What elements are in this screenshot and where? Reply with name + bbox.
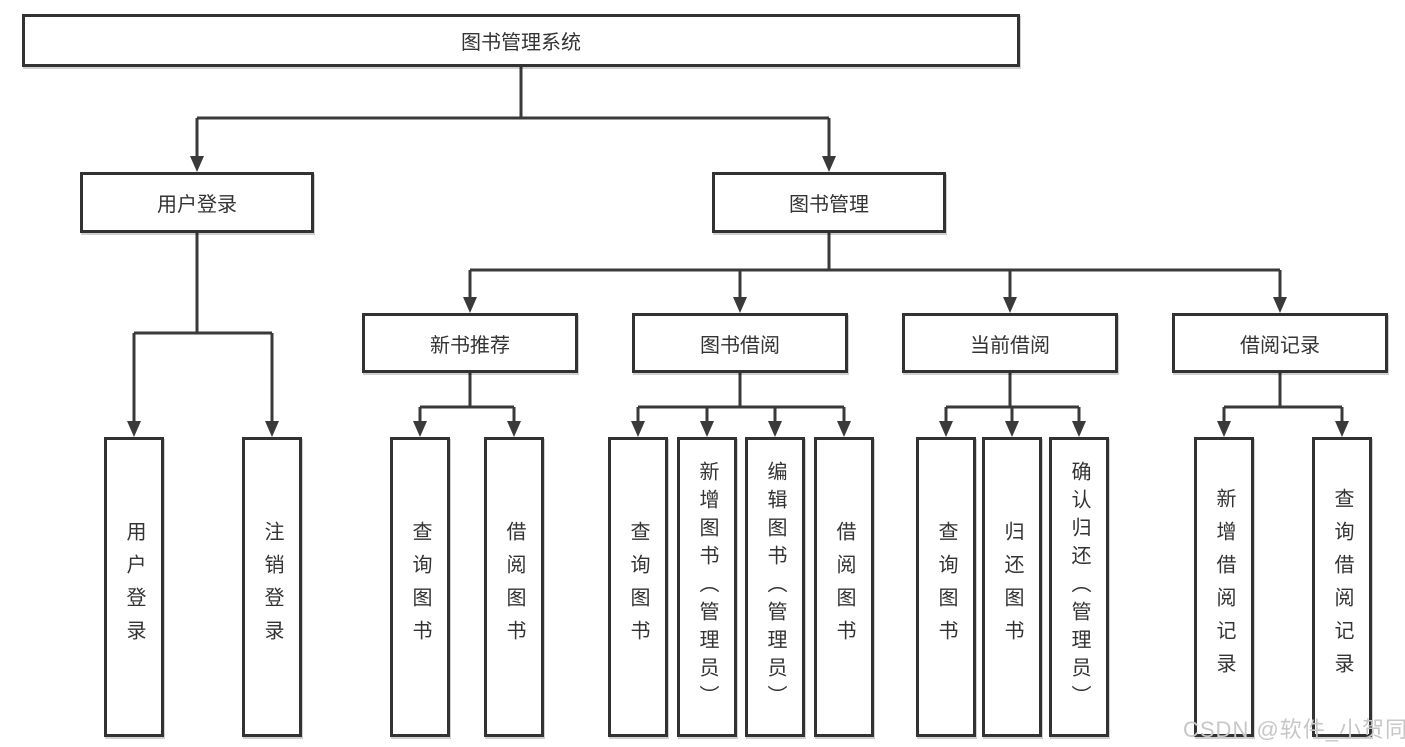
leaf-borrow-books-recommend: 借阅图书 xyxy=(484,437,544,737)
node-book-borrowing: 图书借阅 xyxy=(632,313,848,373)
leaf-label: 查询图书 xyxy=(627,521,649,653)
leaf-query-books-recommend: 查询图书 xyxy=(390,437,450,737)
leaf-label: 新增借阅记录 xyxy=(1213,488,1235,686)
leaf-label: 查询借阅记录 xyxy=(1331,488,1353,686)
node-library-system: 图书管理系统 xyxy=(22,14,1020,67)
leaf-borrow-books: 借阅图书 xyxy=(814,437,874,737)
leaf-confirm-return-admin: 确认归还（管理员） xyxy=(1049,437,1109,737)
leaf-label: 借阅图书 xyxy=(503,521,525,653)
node-current-borrowing: 当前借阅 xyxy=(902,313,1118,373)
csdn-watermark: CSDN @软件_小贺同学 xyxy=(1183,717,1405,742)
node-label: 用户登录 xyxy=(157,194,237,216)
node-user-login: 用户登录 xyxy=(80,172,314,233)
leaf-label: 用户登录 xyxy=(123,521,145,653)
node-label: 借阅记录 xyxy=(1240,334,1320,357)
leaf-user-login: 用户登录 xyxy=(104,437,164,737)
leaf-query-books-current: 查询图书 xyxy=(916,437,976,737)
leaf-label: 编辑图书（管理员） xyxy=(764,461,786,713)
leaf-label: 新增图书（管理员） xyxy=(696,461,718,713)
node-label: 图书管理 xyxy=(789,194,869,216)
leaf-label: 借阅图书 xyxy=(833,521,855,653)
leaf-label: 确认归还（管理员） xyxy=(1068,461,1090,713)
node-label: 图书借阅 xyxy=(700,334,780,357)
leaf-logout: 注销登录 xyxy=(242,437,302,737)
node-book-management: 图书管理 xyxy=(712,172,946,233)
leaf-label: 查询图书 xyxy=(409,521,431,653)
leaf-label: 注销登录 xyxy=(261,521,283,653)
node-label: 新书推荐 xyxy=(430,334,510,357)
leaf-query-books-borrow: 查询图书 xyxy=(608,437,668,737)
leaf-return-book: 归还图书 xyxy=(982,437,1042,737)
node-label: 图书管理系统 xyxy=(461,32,581,54)
node-label: 当前借阅 xyxy=(970,334,1050,357)
leaf-label: 查询图书 xyxy=(935,521,957,653)
node-borrowing-records: 借阅记录 xyxy=(1172,313,1388,373)
leaf-add-borrow-record: 新增借阅记录 xyxy=(1194,437,1254,737)
leaf-edit-book-admin: 编辑图书（管理员） xyxy=(745,437,805,737)
leaf-query-borrow-record: 查询借阅记录 xyxy=(1312,437,1372,737)
leaf-add-book-admin: 新增图书（管理员） xyxy=(677,437,737,737)
leaf-label: 归还图书 xyxy=(1001,521,1023,653)
node-new-book-recommendation: 新书推荐 xyxy=(362,313,578,373)
